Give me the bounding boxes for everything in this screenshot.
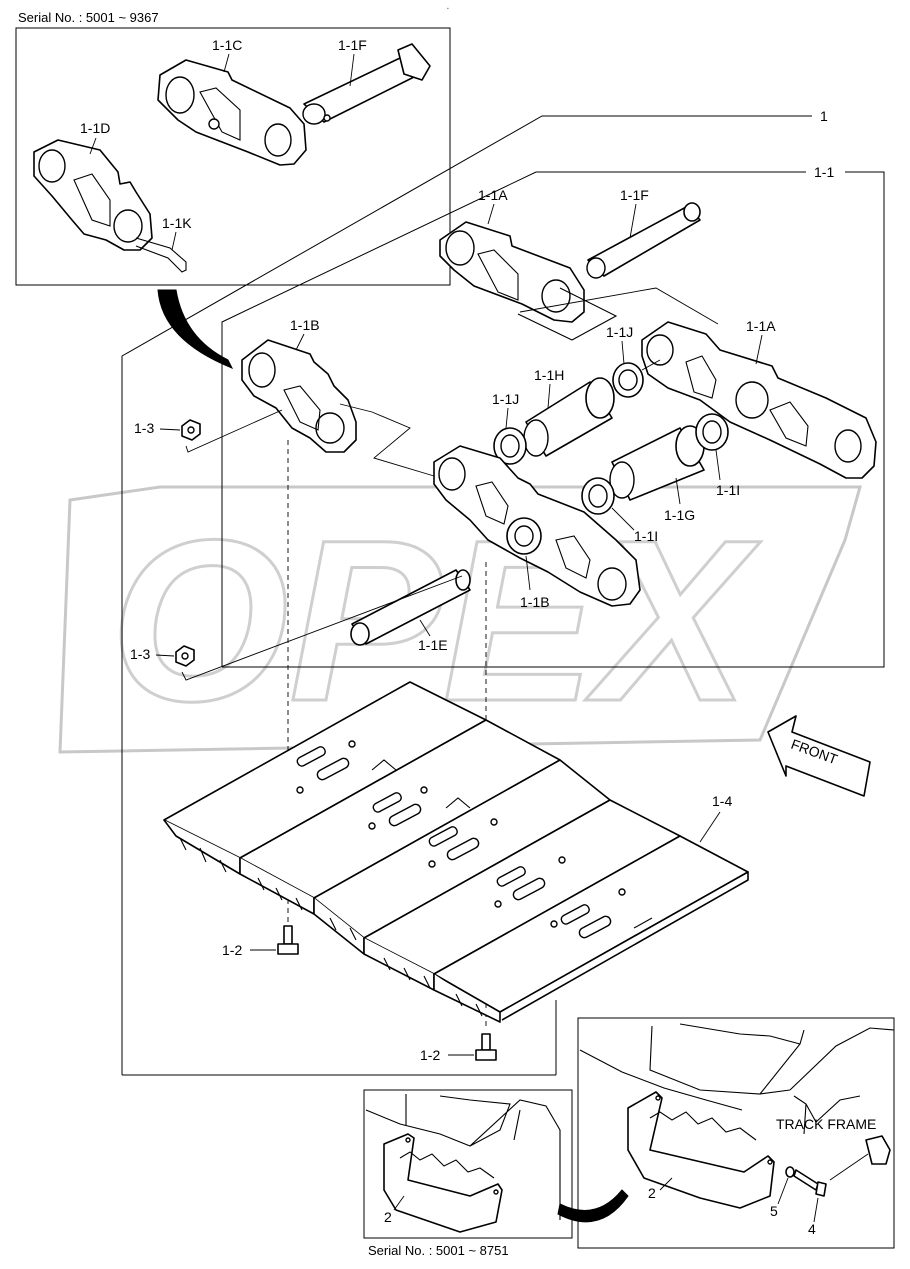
seal-1-1J-right	[612, 362, 644, 398]
link-1-1D	[33, 139, 153, 251]
link-1-1B-center	[433, 445, 641, 607]
label-1-1E: 1-1E	[418, 637, 448, 653]
label-1-1F-inset: 1-1F	[338, 37, 367, 53]
label-1-1A-top: 1-1A	[478, 187, 508, 203]
front-arrow: FRONT	[767, 715, 871, 797]
bottom-inset-arrow	[557, 1189, 629, 1223]
serial-bottom-label: Serial No. : 5001 ~ 8751	[368, 1243, 509, 1258]
label-1-1A-right: 1-1A	[746, 318, 776, 334]
track-frame-label: TRACK FRAME	[776, 1116, 876, 1132]
nut-1-3-top	[181, 419, 201, 441]
pin-1-1F-inset	[302, 43, 431, 125]
link-1-1B-top	[241, 339, 357, 453]
link-1-1C	[157, 59, 307, 166]
label-1-1: 1-1	[814, 164, 834, 180]
seal-1-1I-right	[695, 413, 729, 451]
label-1-3-top: 1-3	[134, 420, 154, 436]
label-1-4: 1-4	[712, 793, 732, 809]
nut-1-3-bottom	[175, 645, 195, 667]
label-1-1K: 1-1K	[162, 215, 192, 231]
label-1-1G: 1-1G	[664, 507, 695, 523]
bushing-1-1G	[609, 425, 705, 501]
inset-top-frame	[15, 27, 451, 286]
bolt-4	[793, 1169, 827, 1197]
cotter-pin-1-1K	[135, 237, 187, 273]
label-1-1H: 1-1H	[534, 367, 564, 383]
track-shoes-1-4	[163, 681, 749, 1023]
washer-5	[785, 1166, 795, 1178]
label-1-1B-bottom: 1-1B	[520, 594, 550, 610]
label-1-1F-top: 1-1F	[620, 187, 649, 203]
inset-arrow	[157, 289, 234, 369]
inset-bottom-frame	[363, 1089, 573, 1239]
label-1-1I-right: 1-1I	[716, 482, 740, 498]
link-1-1A-top	[439, 221, 618, 341]
assembly-1-frame: 1	[121, 108, 828, 1076]
serial-top-label: Serial No. : 5001 ~ 9367	[18, 10, 159, 25]
label-1-1D: 1-1D	[80, 120, 110, 136]
track-frame-stub	[865, 1135, 891, 1165]
label-5: 5	[770, 1203, 778, 1219]
label-1-1J-left: 1-1J	[492, 391, 519, 407]
label-1-1J-right: 1-1J	[606, 324, 633, 340]
label-1-2-left: 1-2	[222, 942, 242, 958]
link-1-1A-right	[641, 321, 877, 479]
step-2-right	[627, 1091, 775, 1209]
seal-1-1I-mid	[581, 477, 615, 515]
bolt-1-2-bottom	[475, 1033, 497, 1061]
watermark-frame	[58, 485, 862, 754]
label-1-1I-mid: 1-1I	[634, 528, 658, 544]
seal-1-1J-left	[493, 427, 527, 465]
label-1-2-bottom: 1-2	[420, 1047, 440, 1063]
inset-bottom-right: TRACK FRAME 2 5 4	[577, 1017, 895, 1249]
pin-1-1E	[350, 569, 471, 646]
label-1-1B-top: 1-1B	[290, 317, 320, 333]
label-1-1C: 1-1C	[212, 37, 242, 53]
bushing-1-1H	[523, 377, 615, 457]
label-1-3-bottom: 1-3	[130, 646, 150, 662]
pin-1-1F-main	[586, 202, 701, 279]
label-2-right: 2	[648, 1185, 656, 1201]
inset-top-left: Serial No. : 5001 ~ 9367 1-1C	[15, 10, 451, 286]
label-1: 1	[820, 108, 828, 124]
label-4: 4	[808, 1221, 816, 1237]
corner-mark: ▪	[447, 6, 449, 12]
assembly-1-1-frame: 1-1	[221, 164, 885, 668]
step-2-inset	[383, 1133, 503, 1233]
inset-bottom-middle: 2 Serial No. : 5001 ~ 8751	[363, 1089, 573, 1258]
bolt-1-2-left	[277, 925, 299, 955]
label-2-inset: 2	[384, 1209, 392, 1225]
inset-right-frame	[577, 1017, 895, 1249]
